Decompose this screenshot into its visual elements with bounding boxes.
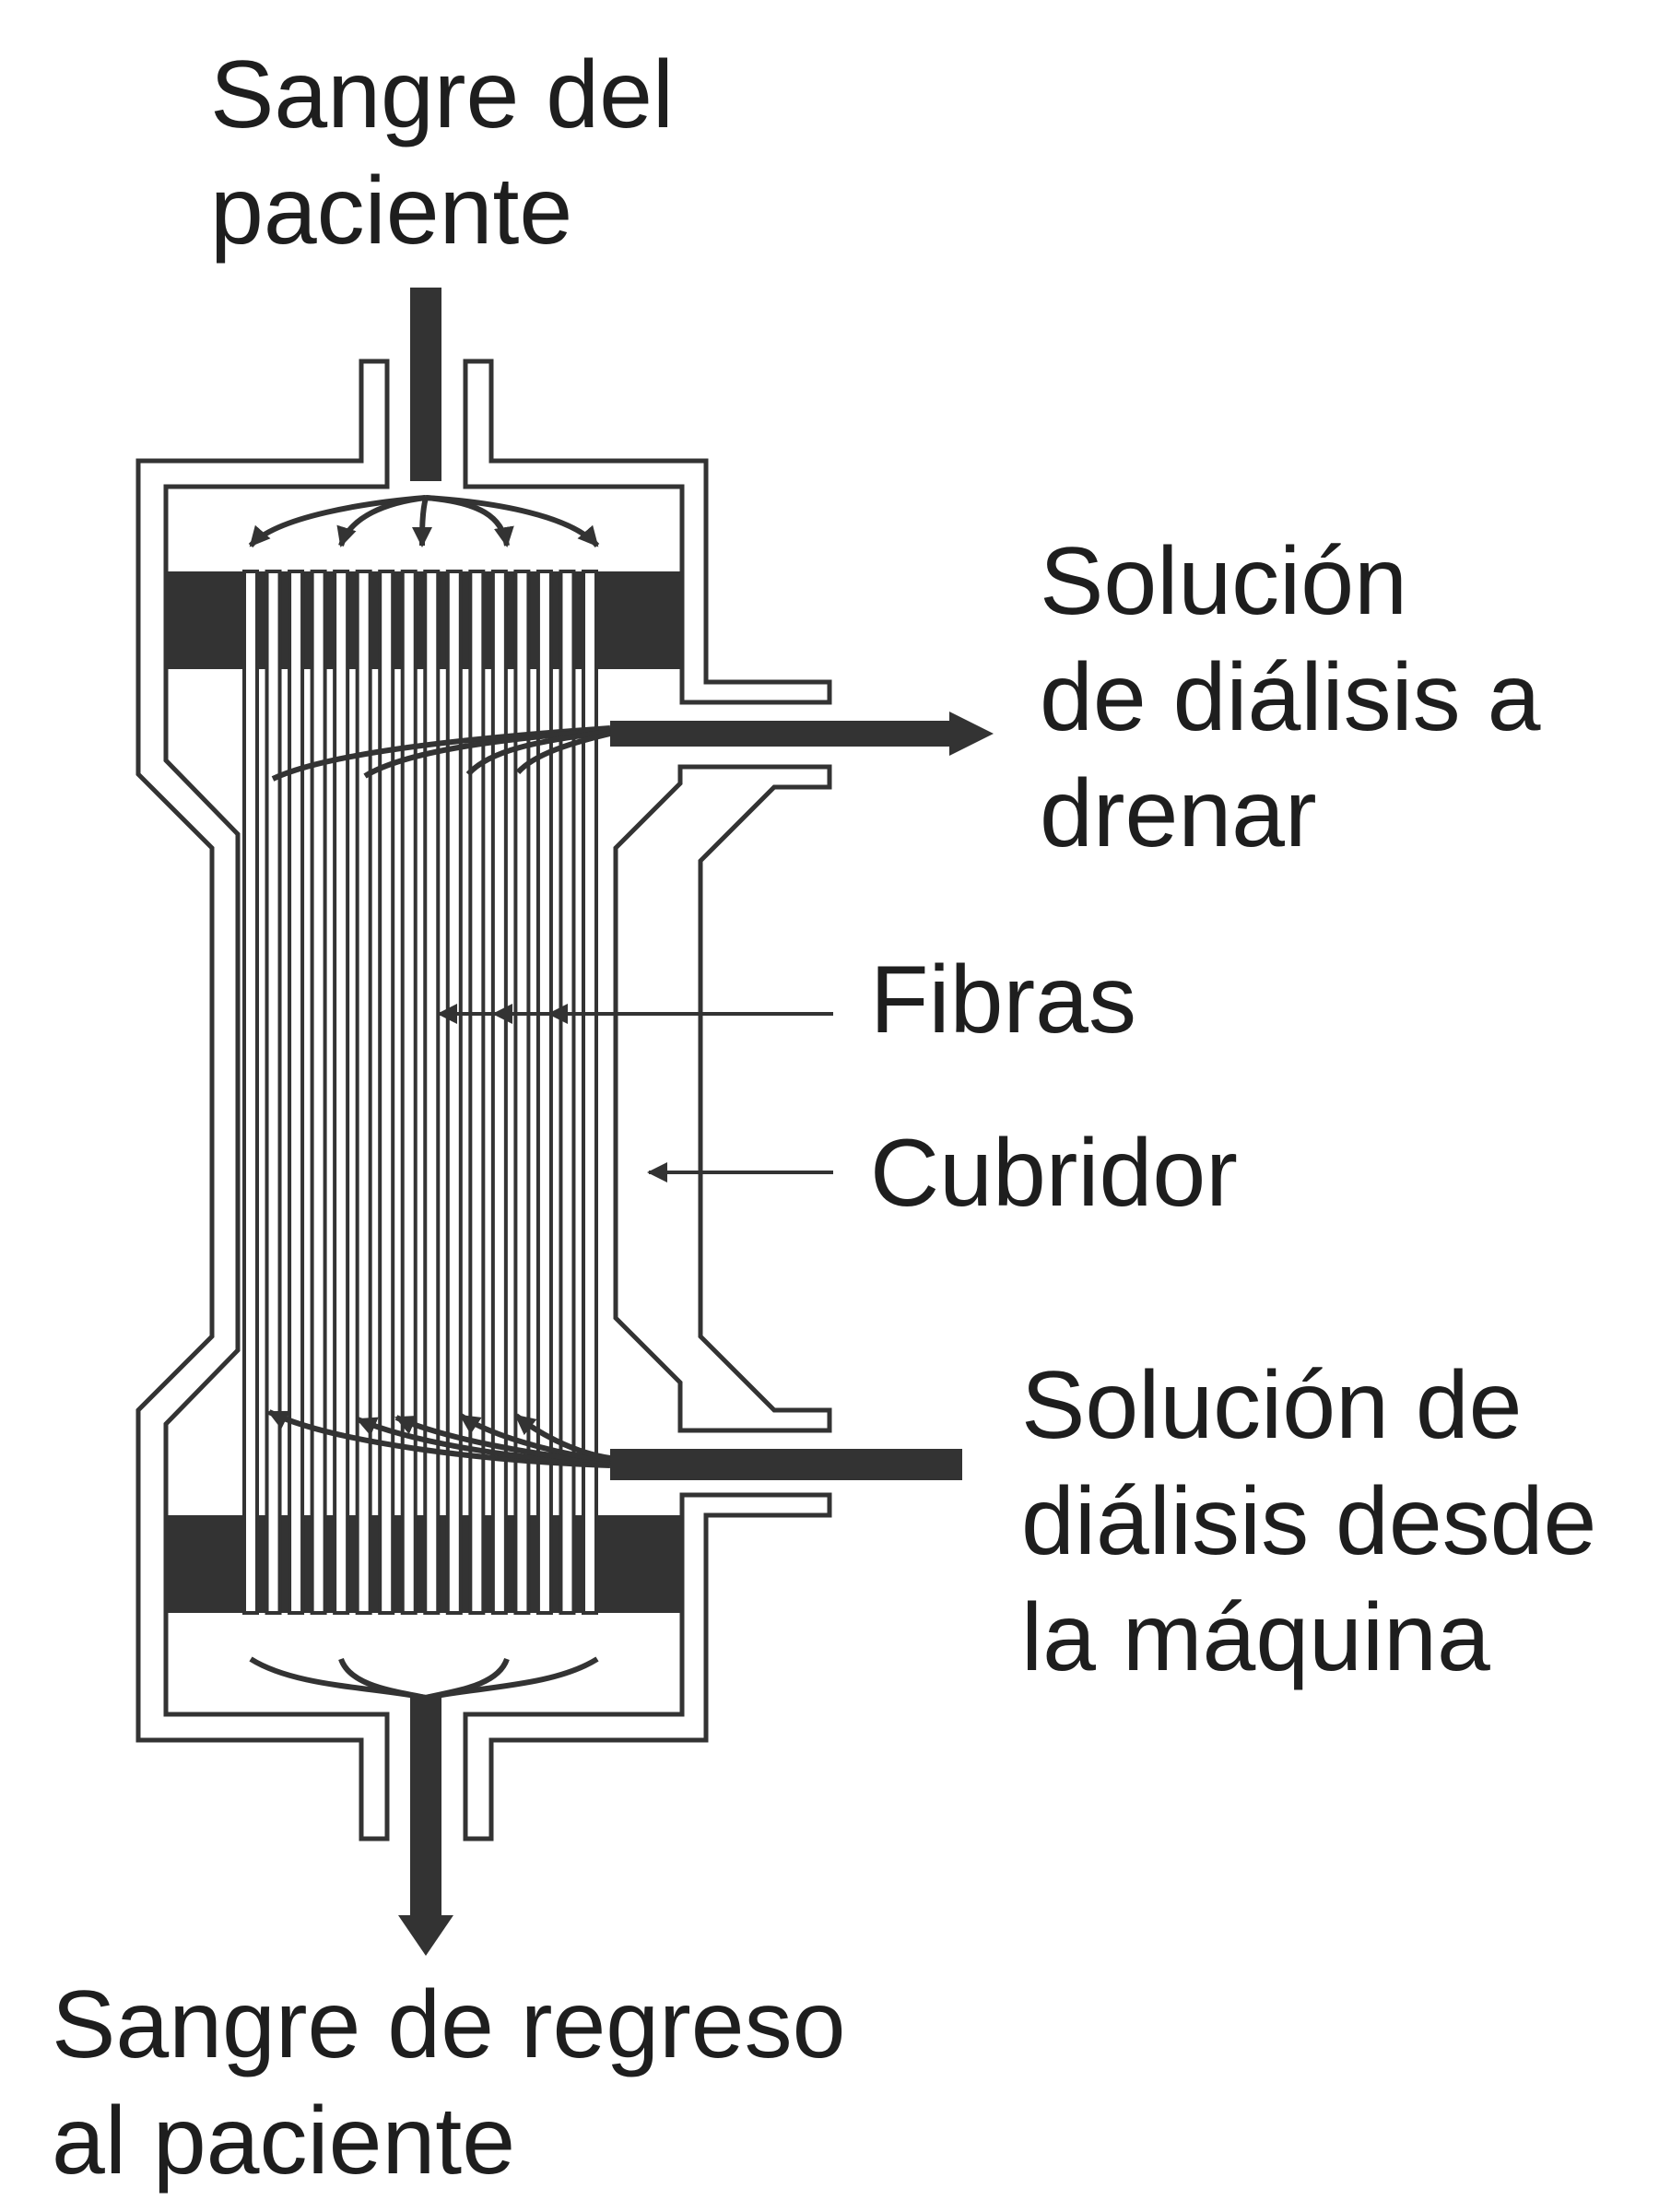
dialysate-outlet-arrowhead: [949, 712, 994, 756]
hollow-fiber: [468, 570, 486, 1615]
hollow-fiber: [288, 570, 305, 1615]
label-line: de diálisis a: [1040, 644, 1541, 751]
label-line: la máquina: [1021, 1584, 1490, 1691]
hollow-fiber: [400, 570, 418, 1615]
label-line: Sangre del: [210, 41, 675, 148]
hollow-fiber: [513, 570, 531, 1615]
dialysate-inlet-tube: [610, 1449, 962, 1480]
blood-outlet-arrowhead: [398, 1915, 453, 1956]
label-fibers: Fibras: [870, 942, 1136, 1058]
bottom-potting-left: [166, 1515, 249, 1613]
label-line: Cubridor: [870, 1120, 1238, 1227]
label-line: paciente: [210, 158, 573, 265]
hollow-fiber: [378, 570, 395, 1615]
housing-lower-right: [463, 1492, 832, 1841]
top-potting-right: [590, 571, 682, 669]
housing-outer-wall-right: [463, 359, 832, 705]
bottom-potting-right: [590, 1515, 682, 1613]
hollow-fiber: [490, 570, 508, 1615]
hollow-fiber: [242, 570, 259, 1615]
dialysate-outlet-flow-lines: [271, 725, 611, 782]
label-blood-return-to-patient: Sangre de regreso al paciente: [52, 1967, 845, 2199]
blood-outlet-tube: [410, 1698, 441, 1917]
dialysate-inlet-flow-arrows: [267, 1409, 611, 1468]
potting-core: [247, 1515, 594, 1613]
hollow-fiber: [535, 570, 553, 1615]
label-line: drenar: [1040, 760, 1317, 867]
hollow-fiber: [559, 570, 576, 1615]
label-line: Solución de: [1021, 1352, 1523, 1459]
blood-inlet-distribution-arrows: [248, 495, 600, 548]
hollow-fiber: [310, 570, 327, 1615]
hollow-fiber: [355, 570, 372, 1615]
label-housing: Cubridor: [870, 1115, 1238, 1231]
label-line: Fibras: [870, 947, 1136, 1053]
top-potting-left: [166, 571, 249, 669]
dialysate-outlet-tube: [610, 721, 951, 747]
blood-inlet-tube: [410, 288, 441, 481]
hollow-fiber: [265, 570, 282, 1615]
hollow-fiber: [333, 570, 350, 1615]
label-line: Solución: [1040, 528, 1407, 635]
housing-inner-wall-right: [613, 764, 832, 1433]
label-line: al paciente: [52, 2088, 516, 2194]
label-blood-from-patient: Sangre del paciente: [210, 37, 674, 269]
label-line: Sangre de regreso: [52, 1971, 846, 2078]
hollow-fiber: [582, 570, 598, 1615]
label-dialysate-from-machine: Solución de diálisis desde la máquina: [1021, 1347, 1596, 1696]
hollow-fiber: [445, 570, 463, 1615]
fiber-bundle: [242, 570, 598, 1615]
potting-core: [247, 571, 594, 669]
label-dialysate-to-drain: Solución de diálisis a drenar: [1040, 524, 1540, 872]
blood-outlet-collection: [249, 1656, 599, 1700]
hollow-fiber: [423, 570, 441, 1615]
label-line: diálisis desde: [1021, 1468, 1597, 1575]
